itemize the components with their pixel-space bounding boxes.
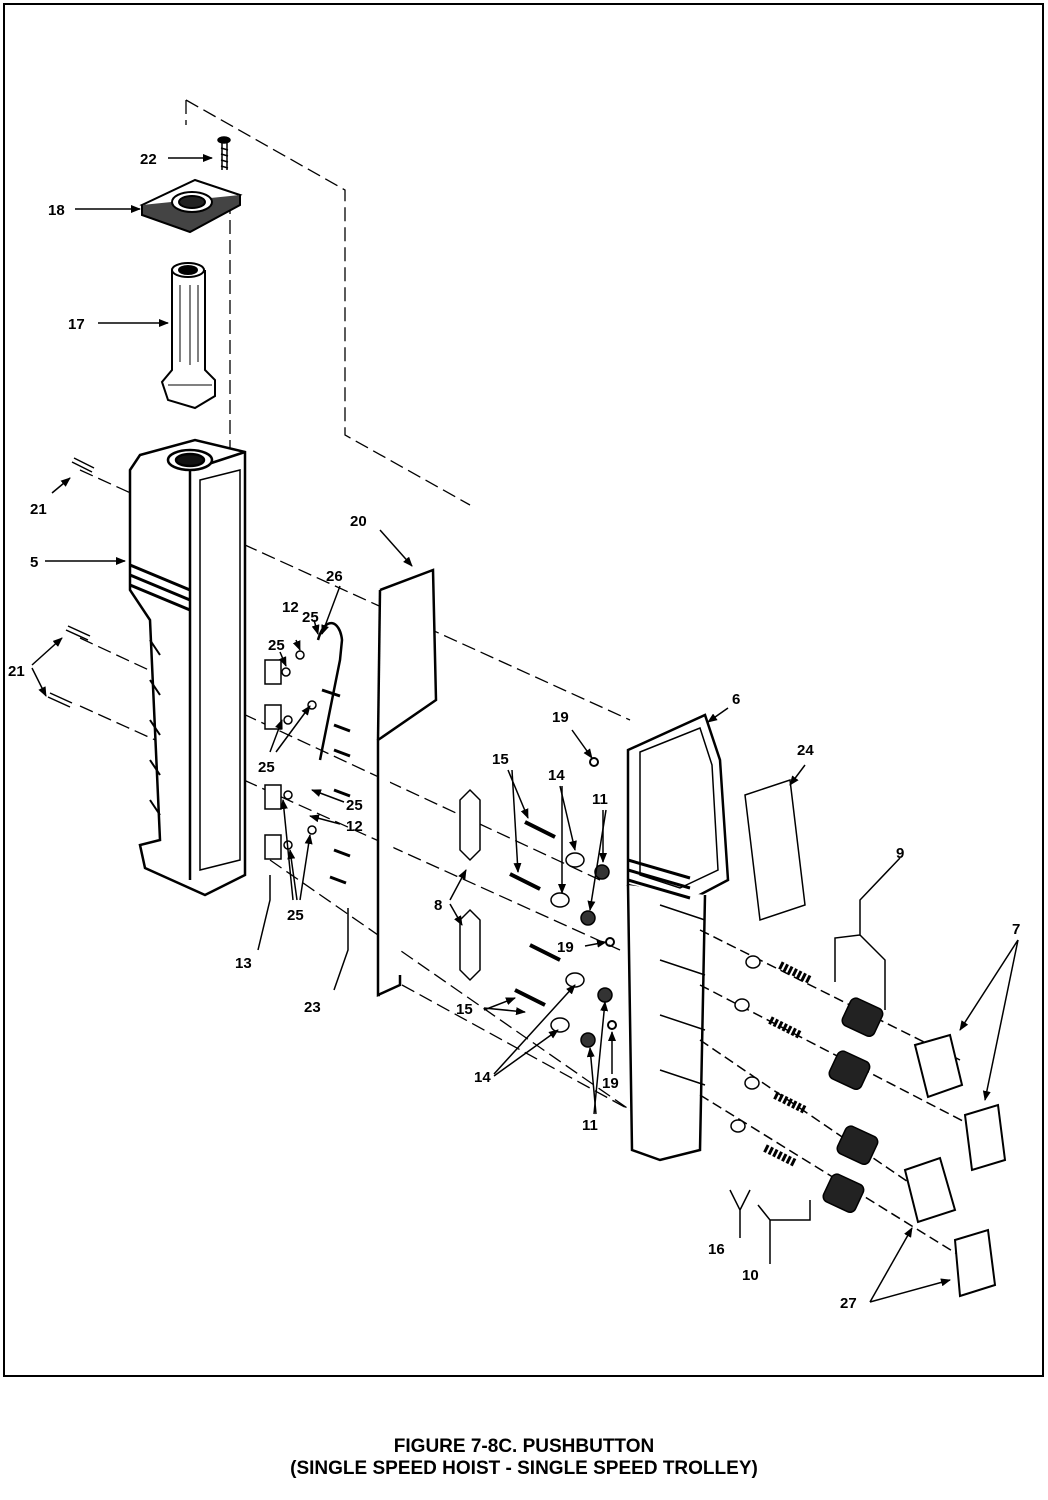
callout-20: 20	[350, 513, 367, 530]
flange-plate-18	[139, 178, 243, 234]
screw-22	[217, 136, 231, 170]
callout-7: 7	[1012, 921, 1020, 938]
callout-12: 12	[346, 818, 363, 835]
callout-11: 11	[592, 791, 608, 808]
callout-16: 16	[708, 1241, 725, 1258]
callout-15: 15	[492, 751, 509, 768]
gasket-20	[376, 568, 438, 997]
callout-19: 19	[602, 1075, 619, 1092]
callout-25: 25	[346, 797, 363, 814]
drawing-frame	[3, 3, 1044, 1377]
grommet-17	[160, 262, 216, 410]
screws-21	[47, 457, 95, 708]
callout-labels: 22 18 17 21 5 21 20 26 12 25 25 25 25 12…	[8, 151, 1020, 1312]
callout-14: 14	[548, 767, 565, 784]
callout-15: 15	[456, 1001, 473, 1018]
callout-19: 19	[557, 939, 574, 956]
brackets-8	[459, 788, 481, 982]
callout-25: 25	[287, 907, 304, 924]
callout-17: 17	[68, 316, 85, 333]
callout-8: 8	[434, 897, 442, 914]
callout-23: 23	[304, 999, 321, 1016]
callout-25: 25	[302, 609, 319, 626]
callout-11: 11	[582, 1117, 598, 1134]
callout-27: 27	[840, 1295, 857, 1312]
callout-18: 18	[48, 202, 65, 219]
exploded-parts-diagram: 22 18 17 21 5 21 20 26 12 25 25 25 25 12…	[8, 99, 1020, 1312]
callout-12: 12	[282, 599, 299, 616]
callout-26: 26	[326, 568, 343, 585]
callout-13: 13	[235, 955, 252, 972]
callout-10: 10	[742, 1267, 759, 1284]
callout-21: 21	[8, 663, 25, 680]
callout-25: 25	[268, 637, 285, 654]
callout-21: 21	[30, 501, 47, 518]
cover-6	[626, 713, 730, 1162]
callout-24: 24	[797, 742, 814, 759]
callout-22: 22	[140, 151, 157, 168]
callout-25: 25	[258, 759, 275, 776]
callout-19: 19	[552, 709, 569, 726]
contact-components	[264, 621, 351, 885]
label-plate-24	[744, 778, 806, 922]
leader-arrows	[31, 154, 1019, 1303]
callout-14: 14	[474, 1069, 491, 1086]
fasteners	[509, 757, 617, 1048]
callout-5: 5	[30, 554, 38, 571]
pushbutton-assemblies	[699, 929, 1007, 1298]
callout-6: 6	[732, 691, 740, 708]
callout-9: 9	[896, 845, 904, 862]
housing-5	[128, 438, 247, 897]
figure-caption-subtitle: (SINGLE SPEED HOIST - SINGLE SPEED TROLL…	[290, 1458, 758, 1479]
figure-caption-title: FIGURE 7-8C. PUSHBUTTON	[393, 1436, 655, 1457]
